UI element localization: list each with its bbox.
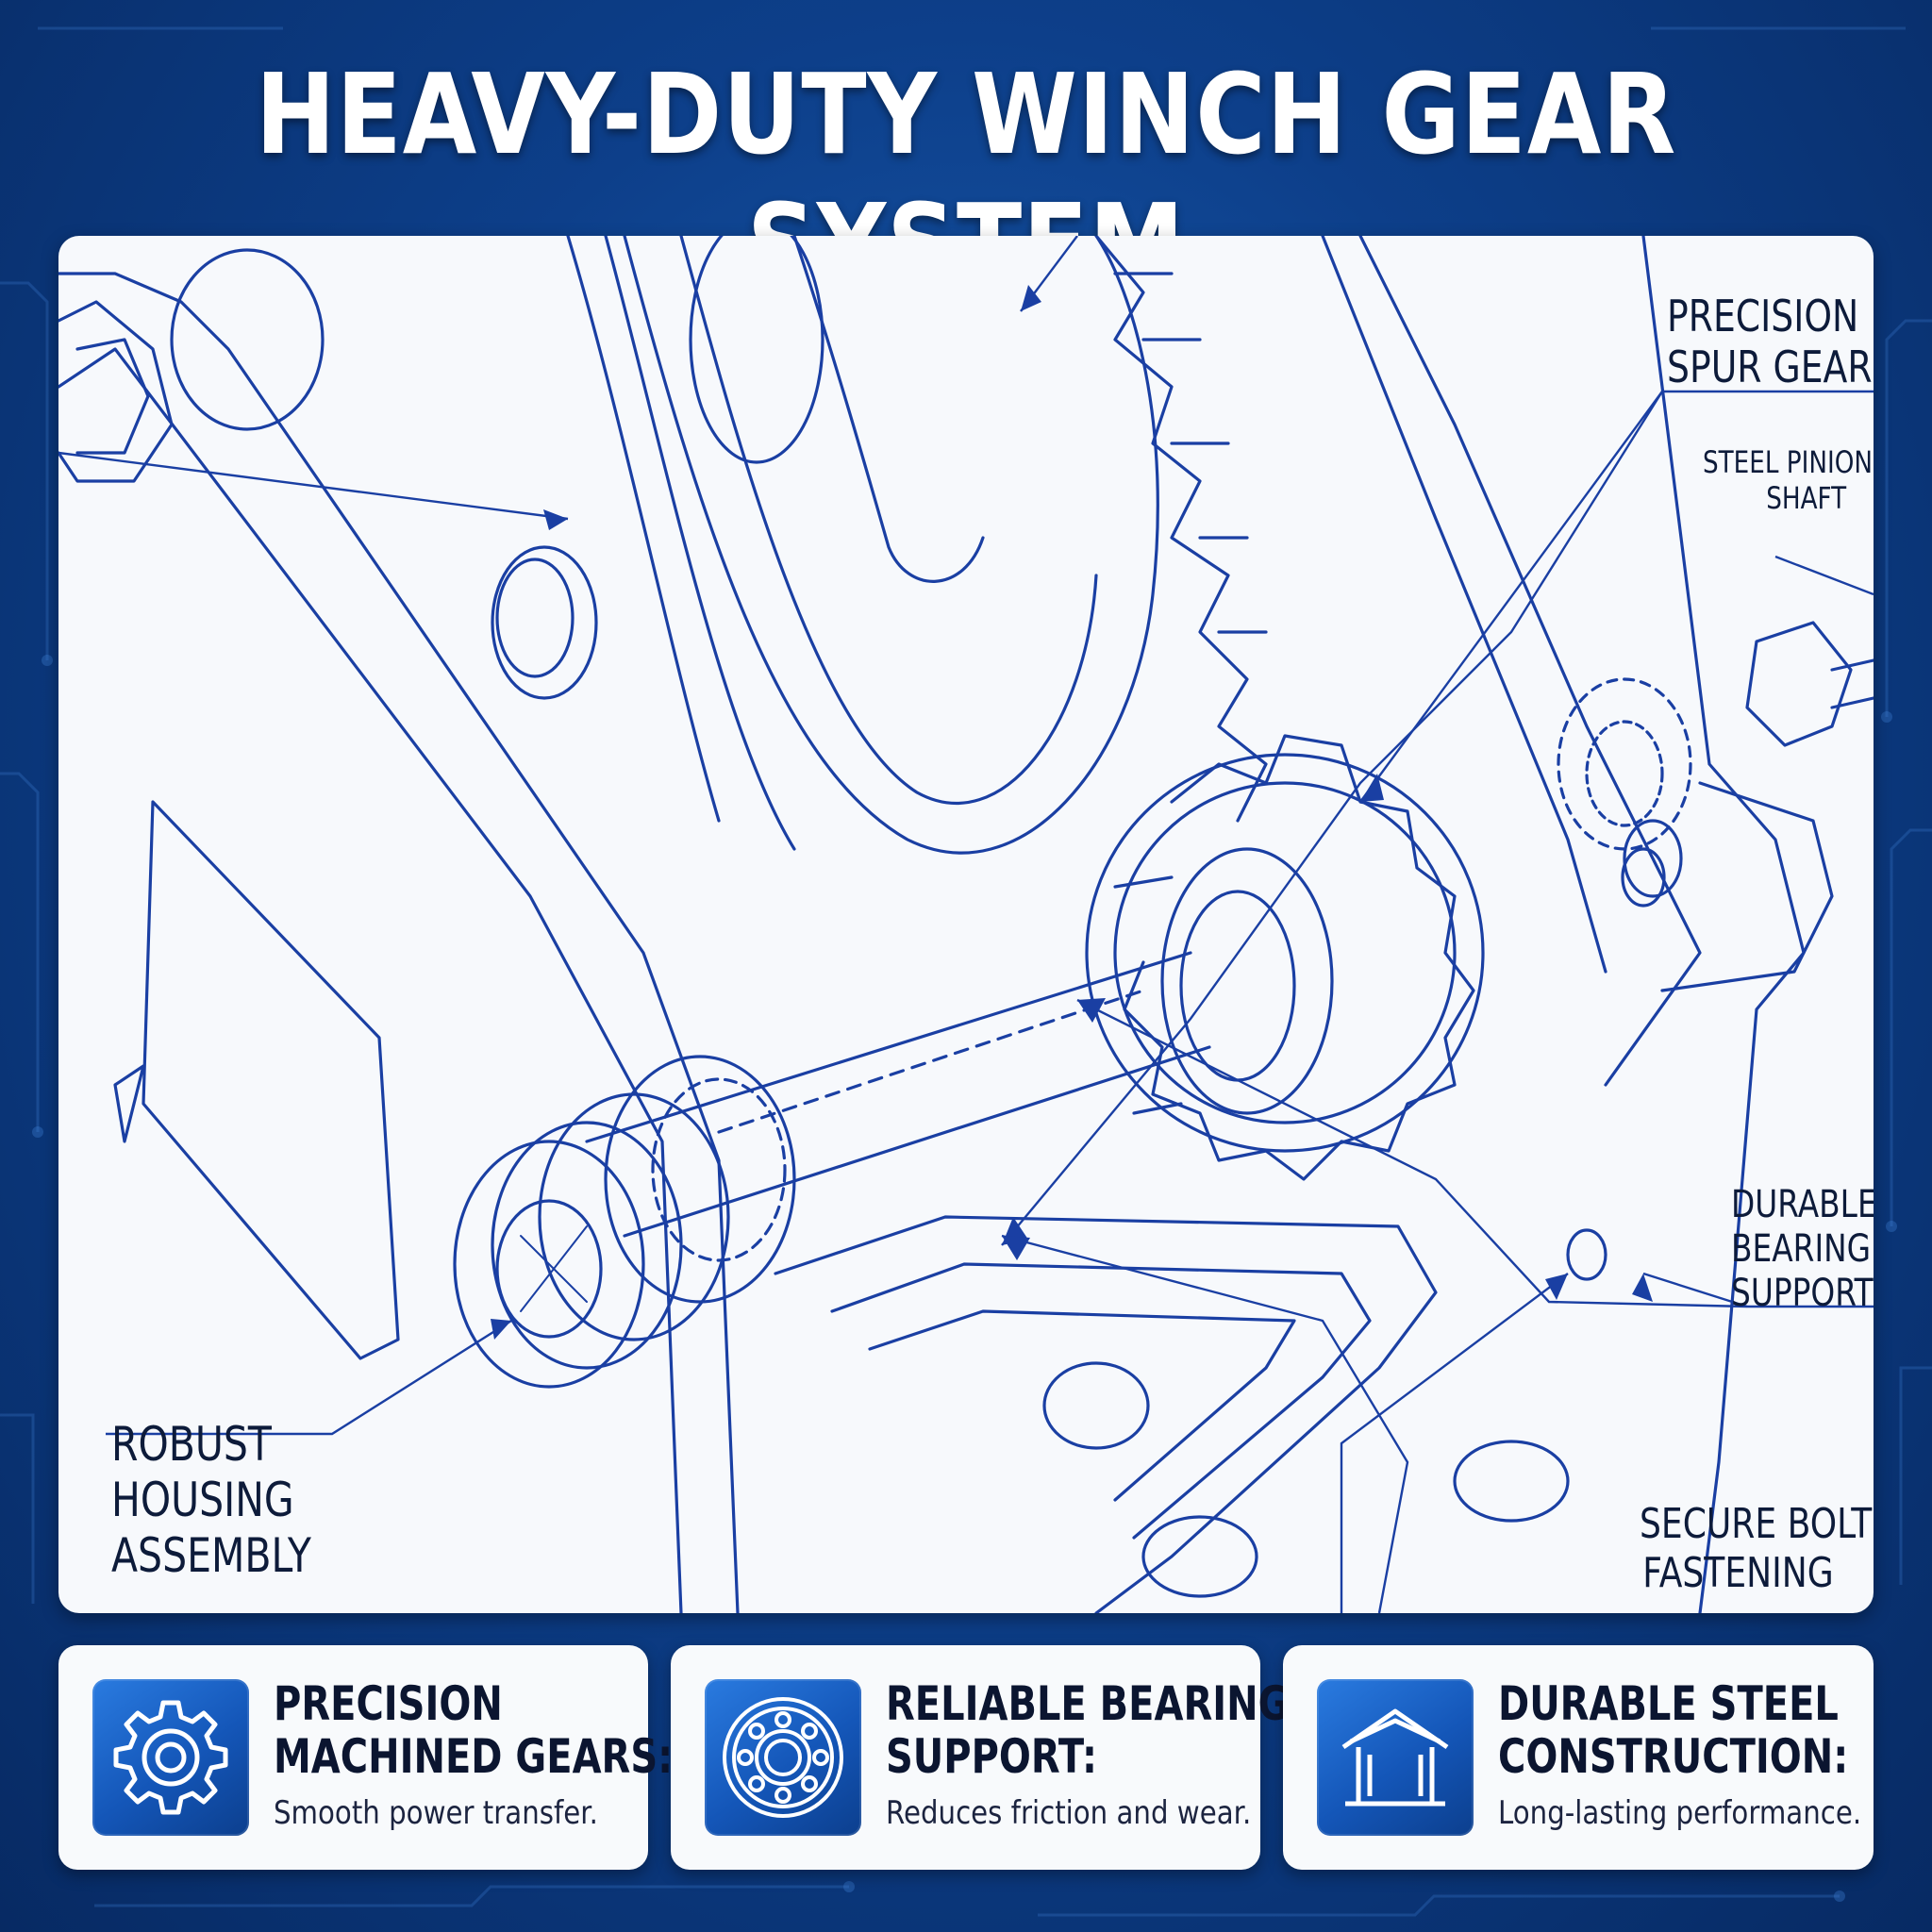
- winch-line-drawing: [58, 236, 1874, 1613]
- house-icon: [1317, 1679, 1474, 1836]
- bearing-icon: [705, 1679, 861, 1836]
- feature-desc-bearing: Reduces friction and wear.: [886, 1794, 1252, 1832]
- feature-desc-gears: Smooth power transfer.: [274, 1794, 598, 1832]
- gear-icon: [92, 1679, 249, 1836]
- feature-desc-steel: Long-lasting performance.: [1498, 1794, 1862, 1832]
